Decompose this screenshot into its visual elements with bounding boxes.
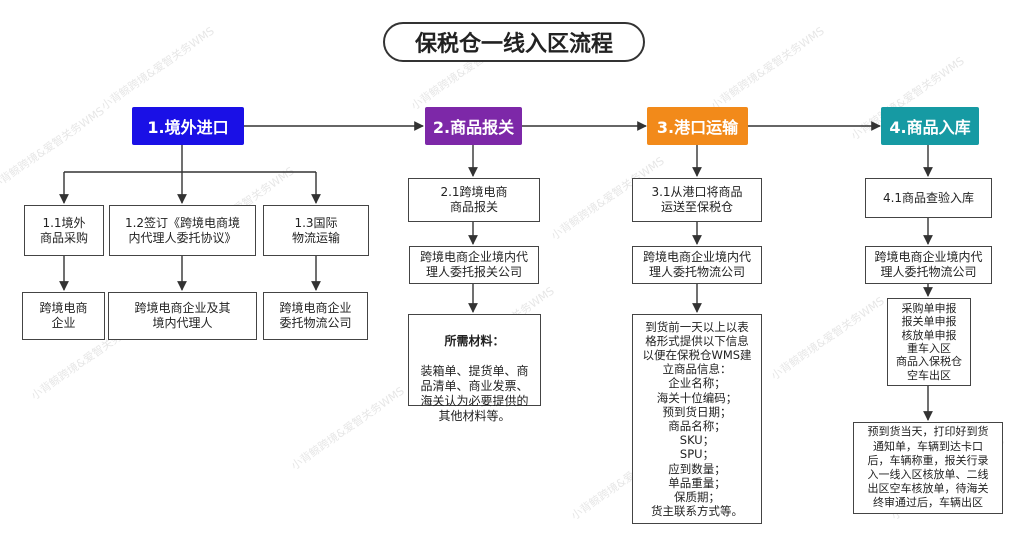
step-2-party-box: 跨境电商企业境内代 理人委托报关公司 [409,246,539,284]
step-3-party-box: 跨境电商企业境内代 理人委托物流公司 [632,246,762,284]
materials-heading: 所需材料： [444,334,505,348]
step-1-1-party-box: 跨境电商 企业 [22,292,105,340]
step-1-2-box: 1.2签订《跨境电商境 内代理人委托协议》 [109,205,256,256]
step-1-3-party-box: 跨境电商企业 委托物流公司 [263,292,368,340]
step-3-header: 3.港口运输 [647,107,748,145]
step-1-2-party-box: 跨境电商企业及其 境内代理人 [108,292,257,340]
arrival-process-box: 预到货当天，打印好到货 通知单，车辆到达卡口 后，车辆称重，报关行录 入一线入区… [853,422,1003,514]
step-2-header: 2.商品报关 [425,107,522,145]
declaration-list-box: 采购单申报 报关单申报 核放单申报 重车入区 商品入保税仓 空车出区 [887,298,971,386]
step-4-header: 4.商品入库 [881,107,979,145]
step-1-1-box: 1.1境外 商品采购 [24,205,104,256]
step-4-1-box: 4.1商品查验入库 [865,178,992,218]
step-1-3-box: 1.3国际 物流运输 [263,205,369,256]
materials-list: 装箱单、提货单、商 品清单、商业发票、 海关认为必要提供的 其他材料等。 [420,364,529,423]
wms-info-box: 到货前一天以上以表 格形式提供以下信息 以便在保税仓WMS建 立商品信息： 企业… [632,314,762,524]
step-1-header: 1.境外进口 [132,107,244,145]
step-4-party-box: 跨境电商企业境内代 理人委托物流公司 [865,246,992,284]
diagram-title: 保税仓一线入区流程 [383,22,645,62]
step-3-1-box: 3.1从港口将商品 运送至保税仓 [632,178,762,222]
required-materials-box: 所需材料： 装箱单、提货单、商 品清单、商业发票、 海关认为必要提供的 其他材料… [408,314,541,423]
step-2-1-box: 2.1跨境电商 商品报关 [408,178,540,222]
